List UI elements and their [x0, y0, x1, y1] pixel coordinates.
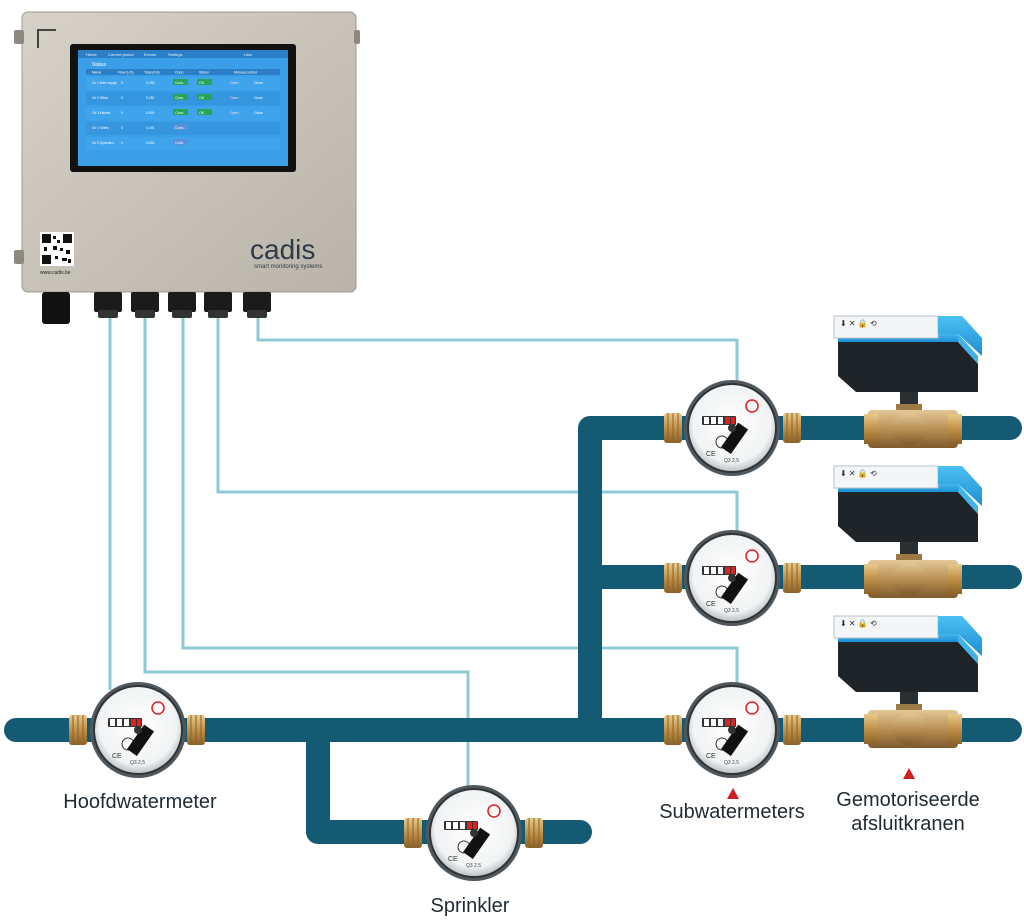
screen-cell-open[interactable]: Open: [230, 81, 239, 85]
controller-unit: Home Current period Events Settings User…: [14, 11, 360, 324]
screen-cell-conn: Conn.: [175, 141, 184, 145]
screen-title: Status: [92, 62, 107, 68]
cable-gland-icon: [94, 292, 122, 318]
screen-status-button: [197, 94, 212, 100]
screen-cell-conn: Conn.: [175, 126, 184, 130]
menu-home[interactable]: Home: [86, 52, 97, 57]
cable-glands: [42, 292, 271, 324]
qr-code-icon: [40, 232, 74, 266]
screen-cell-total: 0.001: [146, 126, 155, 130]
water-meter-icon: [89, 681, 187, 779]
cable-sub-top: [256, 318, 739, 384]
cable-gland-icon: [243, 292, 271, 318]
screen-table-row: Ctr 4 Toilets 0 0.001 Conn.: [86, 122, 280, 135]
screen-cell-flow: 0: [121, 111, 123, 115]
col-flow: Flow (L/h): [118, 71, 134, 75]
screen-cell-conn: Conn.: [175, 111, 184, 115]
brand-tagline: smart monitoring systems: [254, 264, 322, 270]
screen-cell-close[interactable]: Close: [254, 96, 263, 100]
screen-conn-button: [173, 79, 188, 85]
screen-cell-conn: Conn.: [175, 96, 184, 100]
red-triangle-marker-icon: [903, 768, 915, 779]
label-sprinkler: Sprinkler: [430, 895, 510, 917]
col-total: Total (m3): [144, 71, 160, 75]
screen-cell-name: Ctr 1 Main supply: [92, 81, 117, 85]
screen-conn-button: [173, 139, 188, 145]
screen-cell-conn: Conn.: [175, 81, 184, 85]
power-cable-icon: [42, 292, 70, 324]
screen-cell-total: 0.001: [146, 141, 155, 145]
label-valves-line2: afsluitkranen: [851, 813, 965, 835]
screen-table-header: Name Flow (L/h) Total (m3) Conn. Status …: [92, 71, 257, 75]
screen-cell-total: 0.601: [146, 111, 155, 115]
website-label: www.cadis.be: [40, 270, 71, 276]
screen-cell-flow: 0: [121, 81, 123, 85]
col-name: Name: [92, 71, 101, 75]
water-meter-icon: [425, 784, 523, 882]
cable-gland-icon: [131, 292, 159, 318]
label-main-meter: Hoofdwatermeter: [63, 791, 217, 813]
water-meter-icon: [683, 681, 781, 779]
menu-settings[interactable]: Settings: [168, 52, 182, 57]
menu-user[interactable]: User: [244, 52, 253, 57]
screen-cell-name: Ctr 3 Kitchen: [92, 111, 111, 115]
screen-cell-status: OK: [199, 111, 205, 115]
screen-status-button: [197, 79, 212, 85]
menu-current-period[interactable]: Current period: [108, 52, 134, 57]
screen-table-row: Ctr 1 Main supply 0 0.251 Conn. OK Open Close: [86, 77, 280, 90]
cable-gland-icon: [168, 292, 196, 318]
cable-sub-middle: [216, 318, 739, 536]
screen-status-button: [197, 109, 212, 115]
screen-table-row: Ctr 3 Kitchen 0 0.601 Conn. OK Open Close: [86, 107, 280, 120]
col-conn: Conn.: [175, 71, 184, 75]
screen-cell-name: Ctr 4 Toilets: [92, 126, 109, 130]
screen-cell-open[interactable]: Open: [230, 96, 239, 100]
screen-conn-button: [173, 94, 188, 100]
screen-conn-button: [173, 124, 188, 130]
screen-cell-name: Ctr 5 Sprinklers: [92, 141, 114, 145]
screen-table-row: Ctr 5 Sprinklers 0 0.001 Conn.: [86, 137, 280, 150]
water-meter-icon: [683, 529, 781, 627]
screen-cell-flow: 0: [121, 96, 123, 100]
screen-cell-close[interactable]: Close: [254, 81, 263, 85]
screen-cell-flow: 0: [121, 126, 123, 130]
water-meter-icon: [683, 379, 781, 477]
label-valves-line1: Gemotoriseerde: [836, 789, 980, 811]
red-triangle-marker-icon: [727, 788, 739, 799]
screen-conn-button: [173, 109, 188, 115]
brand-logo: cadis: [250, 234, 315, 265]
cable-sub-bottom: [181, 318, 739, 690]
screen-cell-name: Ctr 2 Office: [92, 96, 108, 100]
col-manual: Manual control: [234, 71, 257, 75]
screen-cell-total: 0.251: [146, 96, 155, 100]
screen-cell-close[interactable]: Close: [254, 111, 263, 115]
screen-cell-flow: 0: [121, 141, 123, 145]
screen-cell-status: OK: [199, 81, 205, 85]
menu-events[interactable]: Events: [144, 52, 156, 57]
col-status: Status: [199, 71, 209, 75]
screen-cell-total: 0.251: [146, 81, 155, 85]
cable-gland-icon: [204, 292, 232, 318]
label-sub-meters: Subwatermeters: [659, 801, 805, 823]
screen-table-row: Ctr 2 Office 0 0.251 Conn. OK Open Close: [86, 92, 280, 105]
screen-cell-status: OK: [199, 96, 205, 100]
screen-cell-open[interactable]: Open: [230, 111, 239, 115]
